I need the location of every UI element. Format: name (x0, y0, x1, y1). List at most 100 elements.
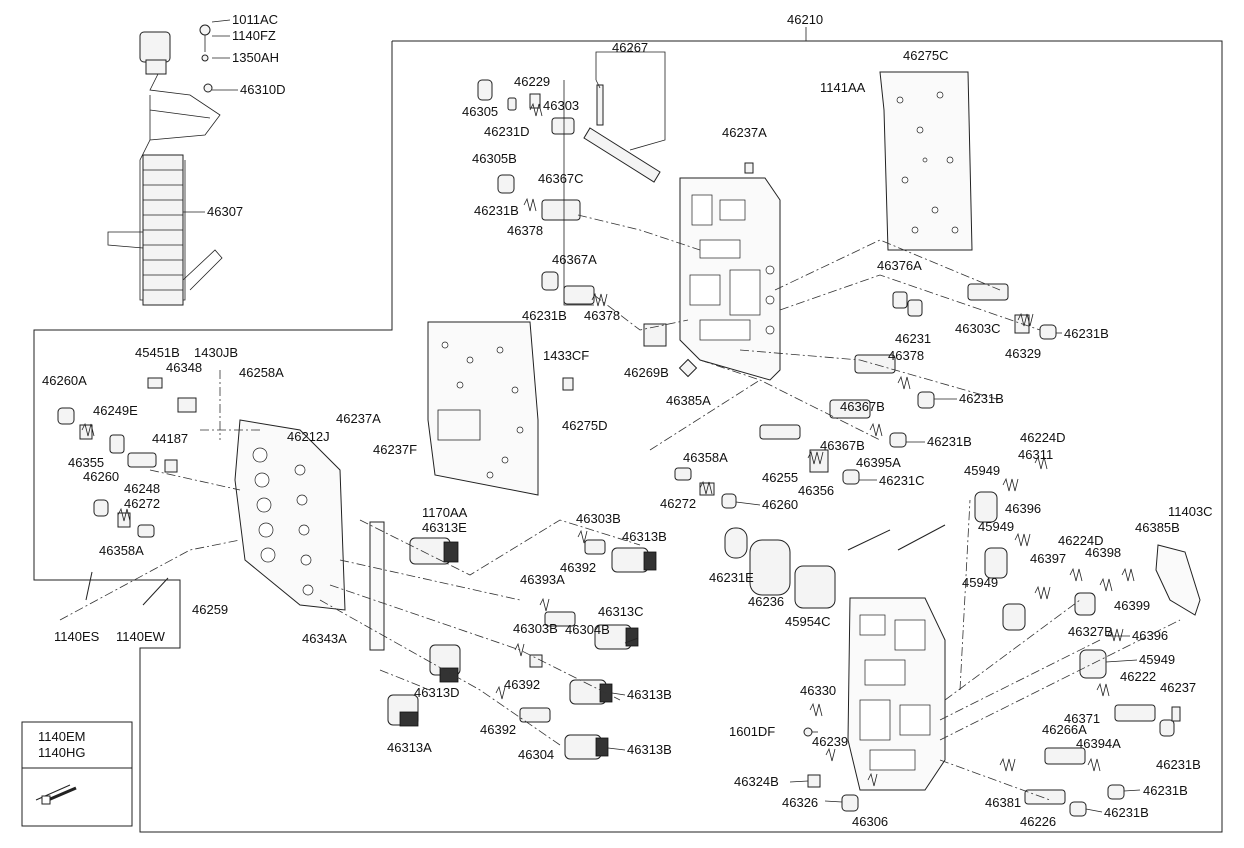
callout-label: 1430JB (194, 345, 238, 360)
callout-label: 46376A (877, 258, 922, 273)
legend-line-2: 1140HG (38, 745, 85, 760)
callout-label: 46356 (798, 483, 834, 498)
callout-label: 46394A (1076, 736, 1121, 751)
callout-label: 46304B (565, 622, 610, 637)
callout-label: 46330 (800, 683, 836, 698)
callout-label: 46224D (1020, 430, 1066, 445)
callout-label: 46303B (513, 621, 558, 636)
callout-label: 45949 (978, 519, 1014, 534)
callout-label: 46311 (1018, 447, 1053, 462)
callout-label: 46371 (1064, 711, 1100, 726)
callout-label: 46231 (895, 331, 931, 346)
callout-label: 46237 (1160, 680, 1196, 695)
callout-label: 46378 (507, 223, 543, 238)
callout-label: 46304 (518, 747, 554, 762)
callout-label: 46237F (373, 442, 417, 457)
callout-label: 46392 (560, 560, 596, 575)
callout-label: 46306 (852, 814, 888, 829)
callout-label: 45949 (1139, 652, 1175, 667)
main-assembly-frame (33, 27, 1223, 833)
callout-label: 46231D (484, 124, 530, 139)
callout-label: 46313B (627, 687, 672, 702)
callout-label: 46210 (787, 12, 823, 27)
callout-label: 46260 (762, 497, 798, 512)
callout-label: 46269B (624, 365, 669, 380)
callout-label: 46367B (820, 438, 865, 453)
callout-label: 46272 (660, 496, 696, 511)
separator-plate-d-part (427, 321, 539, 496)
callout-label: 46381 (985, 795, 1021, 810)
callout-label: 46260 (83, 469, 119, 484)
callout-label: 46358A (683, 450, 728, 465)
callout-label: 1433CF (543, 348, 589, 363)
callout-label: 46313D (414, 685, 460, 700)
callout-label: 46231B (522, 308, 567, 323)
callout-label: 46367A (552, 252, 597, 267)
callout-label: 46348 (166, 360, 202, 375)
callout-label: 46329 (1005, 346, 1041, 361)
callout-label: 46385A (666, 393, 711, 408)
callout-label: 46272 (124, 496, 160, 511)
callout-label: 1350AH (232, 50, 279, 65)
callout-label: 46267 (612, 40, 648, 55)
callout-label: 46231B (1064, 326, 1109, 341)
callout-labels: 46210 1011AC 1140FZ 1350AH 46310D 46307 … (42, 12, 1213, 829)
callout-label: 46307 (207, 204, 243, 219)
springs (81, 102, 1135, 787)
callout-label: 46358A (99, 543, 144, 558)
callout-label: 46229 (514, 74, 550, 89)
callout-label: 46226 (1020, 814, 1056, 829)
callout-label: 46378 (888, 348, 924, 363)
callout-label: 1140FZ (232, 28, 276, 43)
callout-label: 46367C (538, 171, 584, 186)
small-parts (35, 79, 1181, 817)
callout-label: 46231B (1156, 757, 1201, 772)
callout-label: 46399 (1114, 598, 1150, 613)
callout-label: 46313B (622, 529, 667, 544)
callout-label: 44187 (152, 431, 188, 446)
callout-label: 46396 (1005, 501, 1041, 516)
upper-valve-body-part (679, 177, 781, 381)
callout-label: 46305 (462, 104, 498, 119)
callout-label: 46231B (959, 391, 1004, 406)
callout-label: 46324B (734, 774, 779, 789)
callout-label: 46303B (576, 511, 621, 526)
callout-label: 46275C (903, 48, 949, 63)
callout-label: 46231B (1104, 805, 1149, 820)
callout-label: 46395A (856, 455, 901, 470)
callout-label: 46303C (955, 321, 1001, 336)
callout-label: 46326 (782, 795, 818, 810)
lower-valve-body-part (847, 597, 946, 791)
callout-label: 46258A (239, 365, 284, 380)
sensor-harness-part (107, 24, 223, 306)
callout-label: 46266A (1042, 722, 1087, 737)
callout-label: 46313B (627, 742, 672, 757)
callout-label: 46248 (124, 481, 160, 496)
bracket-part (1155, 544, 1201, 616)
callout-label: 46313A (387, 740, 432, 755)
callout-label: 46260A (42, 373, 87, 388)
bolt-icon (41, 786, 77, 805)
callout-label: 46310D (240, 82, 286, 97)
callout-label: 45949 (964, 463, 1000, 478)
callout-label: 46231B (927, 434, 972, 449)
callout-label: 46236 (748, 594, 784, 609)
callout-label: 46392 (480, 722, 516, 737)
callout-label: 46313E (422, 520, 467, 535)
callout-label: 46231B (1143, 783, 1188, 798)
callout-label: 46239 (812, 734, 848, 749)
callout-label: 46393A (520, 572, 565, 587)
callout-label: 45949 (962, 575, 998, 590)
callout-label: 46255 (762, 470, 798, 485)
alignment-lines (59, 214, 1181, 801)
legend-box (21, 721, 133, 827)
callout-label: 1011AC (232, 12, 278, 27)
callout-label: 45451B (135, 345, 180, 360)
callout-label: 46343A (302, 631, 347, 646)
callout-label: 1141AA (820, 80, 866, 95)
callout-label: 46327B (1068, 624, 1113, 639)
callout-label: 46237A (722, 125, 767, 140)
callout-label: 46303 (543, 98, 579, 113)
callout-label: 46397 (1030, 551, 1066, 566)
callout-label: 46249E (93, 403, 138, 418)
